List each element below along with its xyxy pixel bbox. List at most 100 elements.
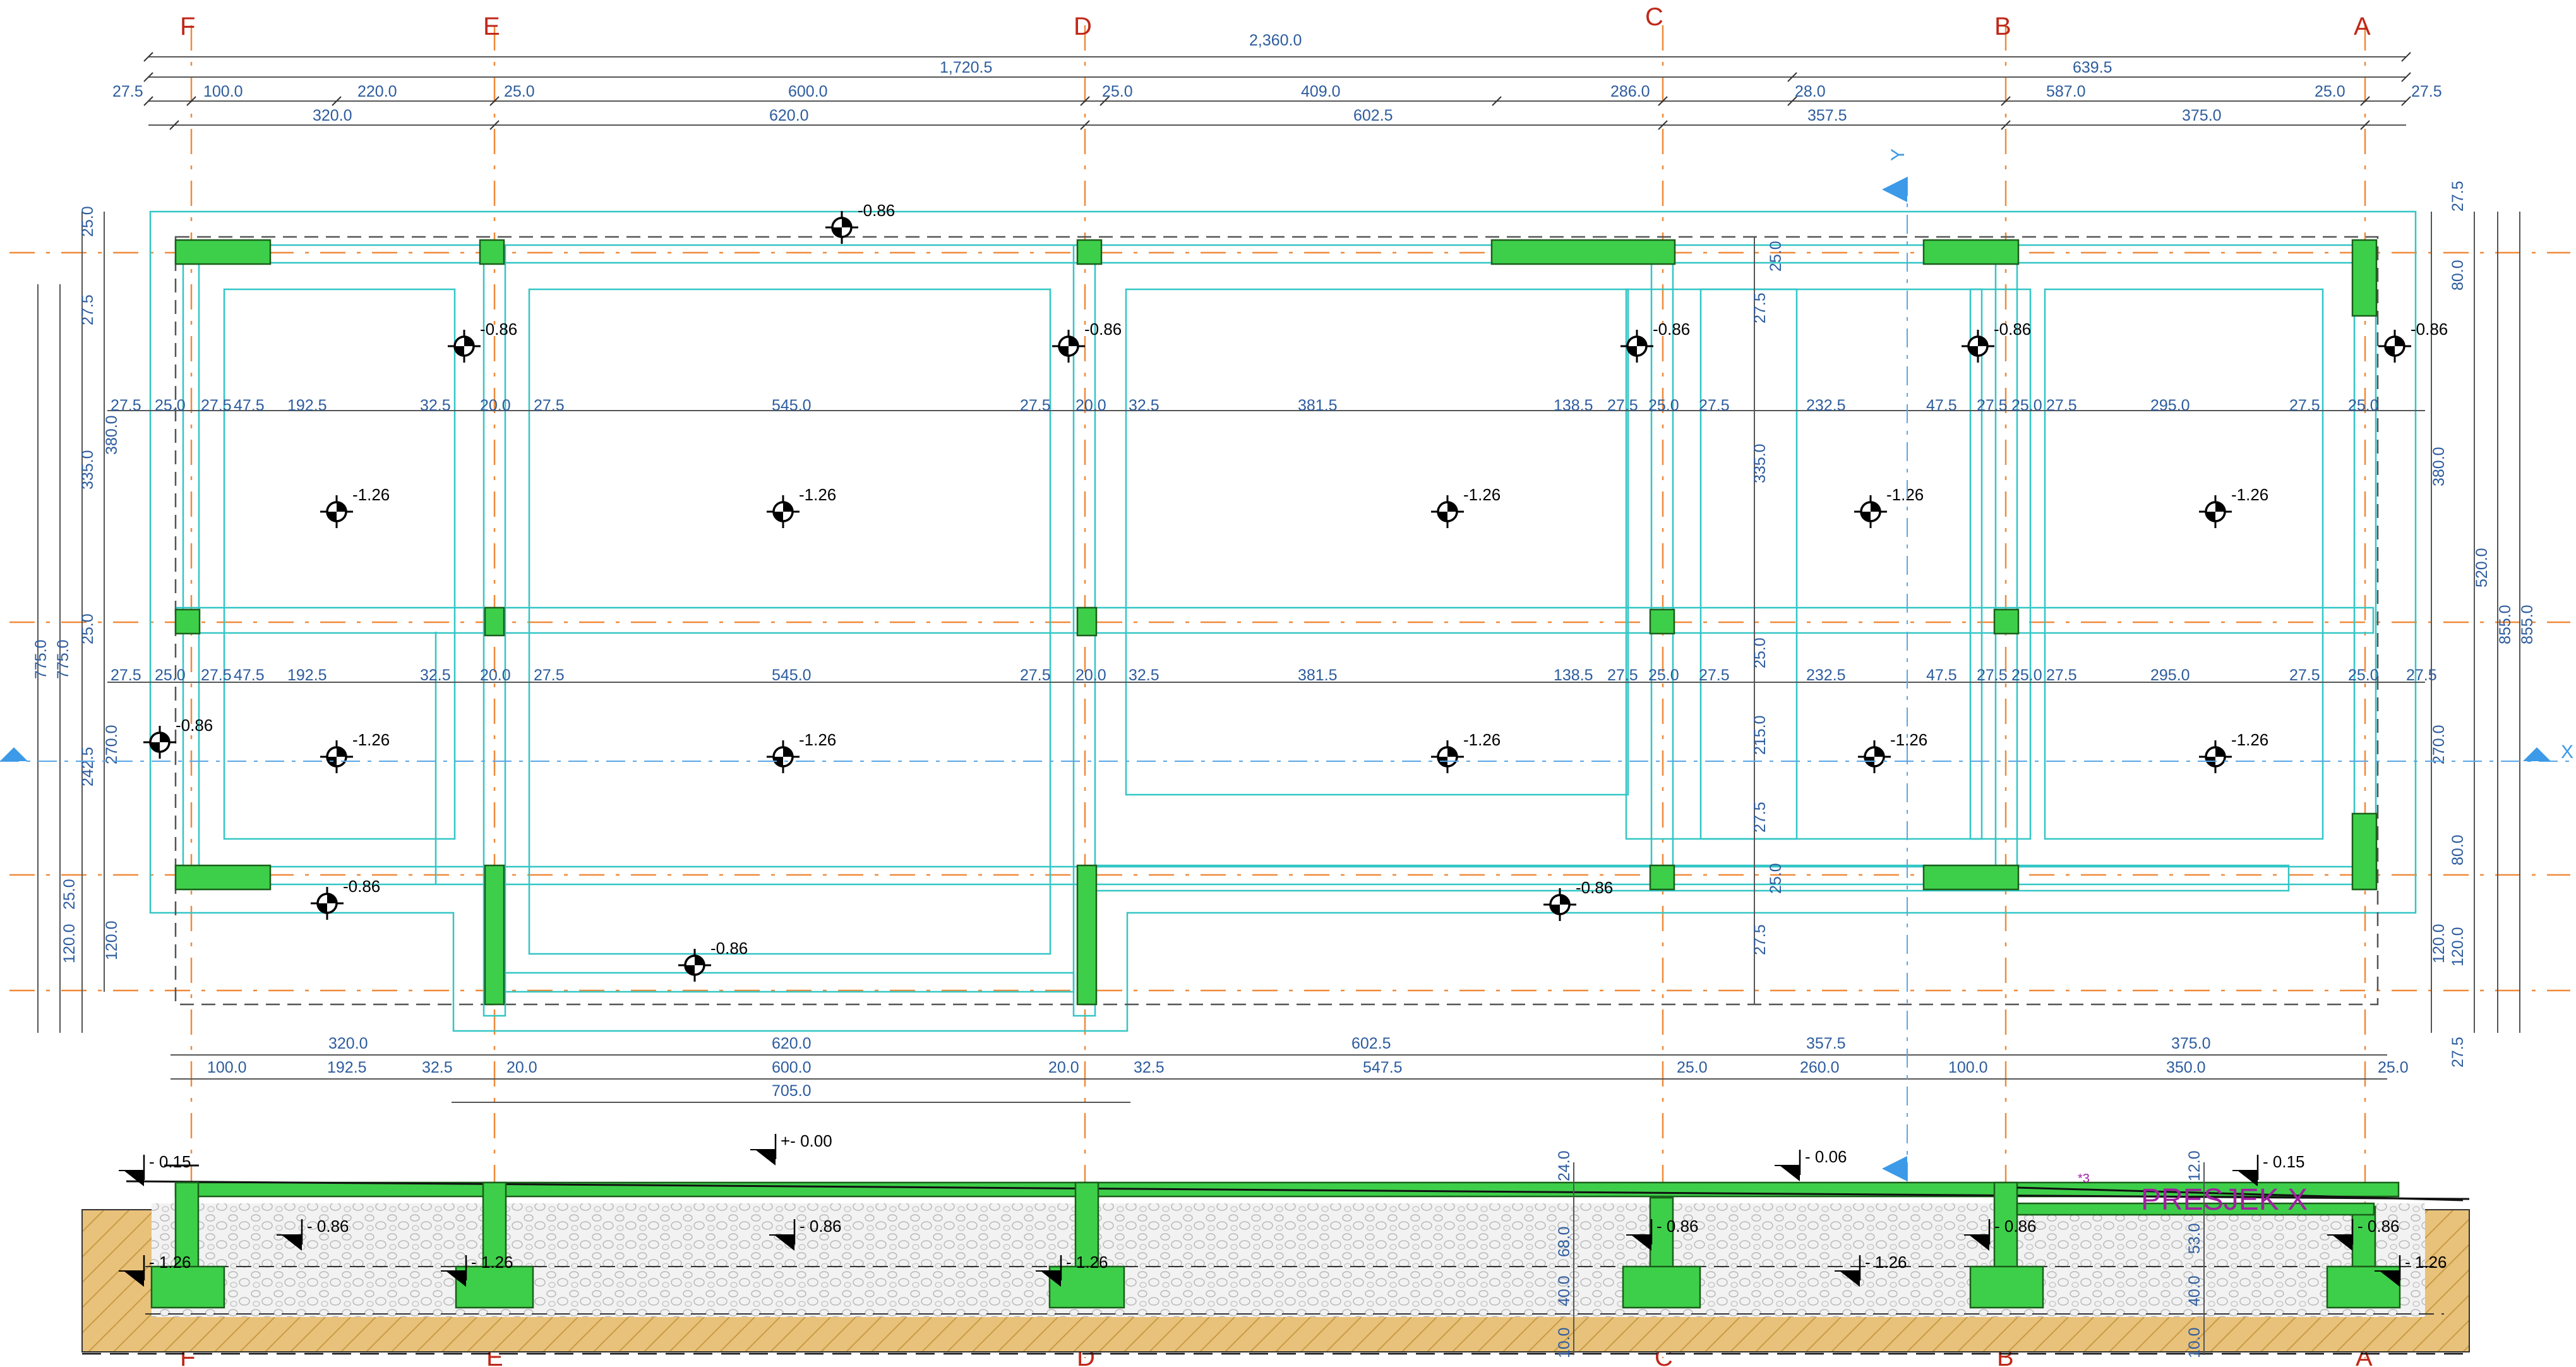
level-marker-label: -0.86 xyxy=(1653,320,1690,339)
section-level-flag: - 0.86 xyxy=(1626,1217,1699,1251)
dim-inner-r1-4: 192.5 xyxy=(287,397,327,414)
dim-inner-r2-0: 27.5 xyxy=(111,666,141,684)
dim-inner-r2-19: 27.5 xyxy=(1977,666,2008,684)
plan-level-markers: -0.86 -0.86 -0.86 -0.86 -0.86 -0.86 -1.26 -1.26… xyxy=(143,201,2448,982)
level-marker-slab: -0.86 xyxy=(143,716,213,759)
sec-dim-6: 40.0 xyxy=(2186,1275,2203,1306)
level-marker-label: -1.26 xyxy=(1890,730,1927,749)
level-marker-slab: -0.86 xyxy=(1962,320,2031,363)
dim-top-r3-0: 27.5 xyxy=(112,83,143,100)
dim-inner-r2-16: 27.5 xyxy=(1699,666,1730,684)
level-marker-pad: -1.26 xyxy=(1854,485,1924,528)
section-level-flag: - 0.86 xyxy=(277,1217,349,1251)
y-marker-top xyxy=(1882,177,1907,202)
dim-top-r3-6: 409.0 xyxy=(1301,83,1341,100)
x-marker-left xyxy=(0,747,28,761)
section-slab-right xyxy=(2016,1202,2375,1216)
section-level-label: - 0.86 xyxy=(307,1217,349,1236)
level-marker-label: -0.86 xyxy=(176,716,213,735)
dim-inner-r2-14: 27.5 xyxy=(1607,666,1638,684)
dim-bot-r2-7: 547.5 xyxy=(1363,1059,1403,1076)
level-marker-slab: -0.86 xyxy=(1543,878,1613,921)
level-marker-slab: -0.86 xyxy=(448,320,517,363)
dim-bot-r3-0: 705.0 xyxy=(772,1082,812,1100)
section-level-flag: - 1.26 xyxy=(119,1253,191,1287)
sec-dim-2: 40.0 xyxy=(1555,1275,1573,1306)
level-marker-label: -0.86 xyxy=(710,939,748,958)
level-marker-label: -1.26 xyxy=(799,730,836,749)
column-c3 xyxy=(1649,864,1675,891)
sec-dim-0: 24.0 xyxy=(1555,1150,1573,1181)
dim-right-inner-6: 120.0 xyxy=(2449,927,2467,967)
dim-inner-r1-11: 32.5 xyxy=(1129,397,1159,414)
level-marker-label: -1.26 xyxy=(2231,485,2268,504)
dim-top-r3-7: 286.0 xyxy=(1610,83,1650,100)
dim-left-mid-3: 242.5 xyxy=(79,747,97,786)
dim-bot-r2-10: 100.0 xyxy=(1948,1059,1988,1076)
level-marker-slab: -0.86 xyxy=(311,877,380,920)
right-dimensions: 27.5 80.0 380.0 270.0 80.0 120.0 120.0 2… xyxy=(2430,181,2536,1068)
section-level-flag: - 1.26 xyxy=(1835,1253,1907,1287)
dim-inner-r2-22: 295.0 xyxy=(2150,666,2190,684)
section-level-flag: - 1.26 xyxy=(1036,1253,1108,1287)
dim-mid-v-2: 335.0 xyxy=(1751,443,1769,483)
level-marker-pad: -1.26 xyxy=(2199,485,2268,528)
section-level-label: - 0.15 xyxy=(2263,1152,2305,1171)
level-marker-pad: -1.26 xyxy=(320,730,390,773)
dim-bot-r2-5: 20.0 xyxy=(1048,1059,1079,1076)
level-marker-pad: -1.26 xyxy=(1431,485,1501,528)
section-level-label: - 0.86 xyxy=(1994,1217,2037,1236)
dim-inner-r2-20: 25.0 xyxy=(2011,666,2042,684)
dim-inner-r1-5: 32.5 xyxy=(420,397,451,414)
axis-label-c-top: C xyxy=(1645,3,1663,31)
column-e1 xyxy=(479,239,505,265)
dim-inner-r1-14: 27.5 xyxy=(1607,397,1638,414)
dim-bot-r2-8: 25.0 xyxy=(1677,1059,1708,1076)
x-axis-label: X xyxy=(2561,742,2573,762)
dim-left-mid-5: 120.0 xyxy=(61,924,78,963)
dim-bot-r2-9: 260.0 xyxy=(1800,1059,1840,1076)
section-footing-b xyxy=(1969,1265,2044,1309)
section-wall-d xyxy=(1074,1181,1099,1269)
dim-inner-r2-10: 20.0 xyxy=(1075,666,1106,684)
dim-bot-r1-0: 320.0 xyxy=(328,1035,368,1052)
dim-inner-r2-9: 27.5 xyxy=(1020,666,1051,684)
column-a1 xyxy=(2351,239,2378,317)
dim-inner-r2-15: 25.0 xyxy=(1648,666,1679,684)
dim-right-inner-3: 270.0 xyxy=(2430,725,2448,764)
dim-left-inner-2: 270.0 xyxy=(103,725,121,764)
section-level-label: - 0.86 xyxy=(800,1217,842,1236)
dim-left-mid-4: 25.0 xyxy=(61,879,78,910)
section-level-label: - 1.26 xyxy=(471,1253,513,1272)
dim-inner-r1-23: 27.5 xyxy=(2289,397,2320,414)
level-marker-label: -0.86 xyxy=(480,320,517,339)
level-marker-pad: -1.26 xyxy=(1858,730,1927,773)
dim-right-mid-0: 520.0 xyxy=(2473,548,2491,587)
plan-columns xyxy=(174,239,2378,1006)
dim-inner-r2-2: 27.5 xyxy=(201,666,232,684)
dim-inner-r1-1: 25.0 xyxy=(155,397,186,414)
dim-inner-r1-22: 295.0 xyxy=(2150,397,2190,414)
dim-bot-r1-3: 357.5 xyxy=(1806,1035,1846,1052)
level-marker-label: -1.26 xyxy=(352,485,390,504)
dim-inner-r2-24: 25.0 xyxy=(2348,666,2379,684)
dim-right-outer-0: 855.0 xyxy=(2496,605,2514,644)
dim-inner-r2-11: 32.5 xyxy=(1129,666,1159,684)
section-level-label: - 0.15 xyxy=(149,1152,191,1171)
section-level-flag: - 0.06 xyxy=(1775,1147,1847,1181)
dim-top-r3-2: 220.0 xyxy=(357,83,397,100)
x-marker-right xyxy=(2523,747,2551,761)
dim-inner-r1-12: 381.5 xyxy=(1298,397,1338,414)
dim-inner-r1-24: 25.0 xyxy=(2348,397,2379,414)
column-f1 xyxy=(174,239,272,265)
dim-inner-r2-4: 192.5 xyxy=(287,666,327,684)
section-level-flag: - 0.15 xyxy=(119,1152,191,1186)
level-marker-label: -0.86 xyxy=(1994,320,2031,339)
section-level-flag: - 0.86 xyxy=(1964,1217,2037,1251)
dim-inner-r2-17: 232.5 xyxy=(1806,666,1846,684)
column-d1 xyxy=(1076,239,1103,265)
dim-top-r2-0: 1,720.5 xyxy=(940,59,992,76)
section-wall-e xyxy=(482,1181,507,1269)
dim-bot-r1-1: 620.0 xyxy=(772,1035,812,1052)
